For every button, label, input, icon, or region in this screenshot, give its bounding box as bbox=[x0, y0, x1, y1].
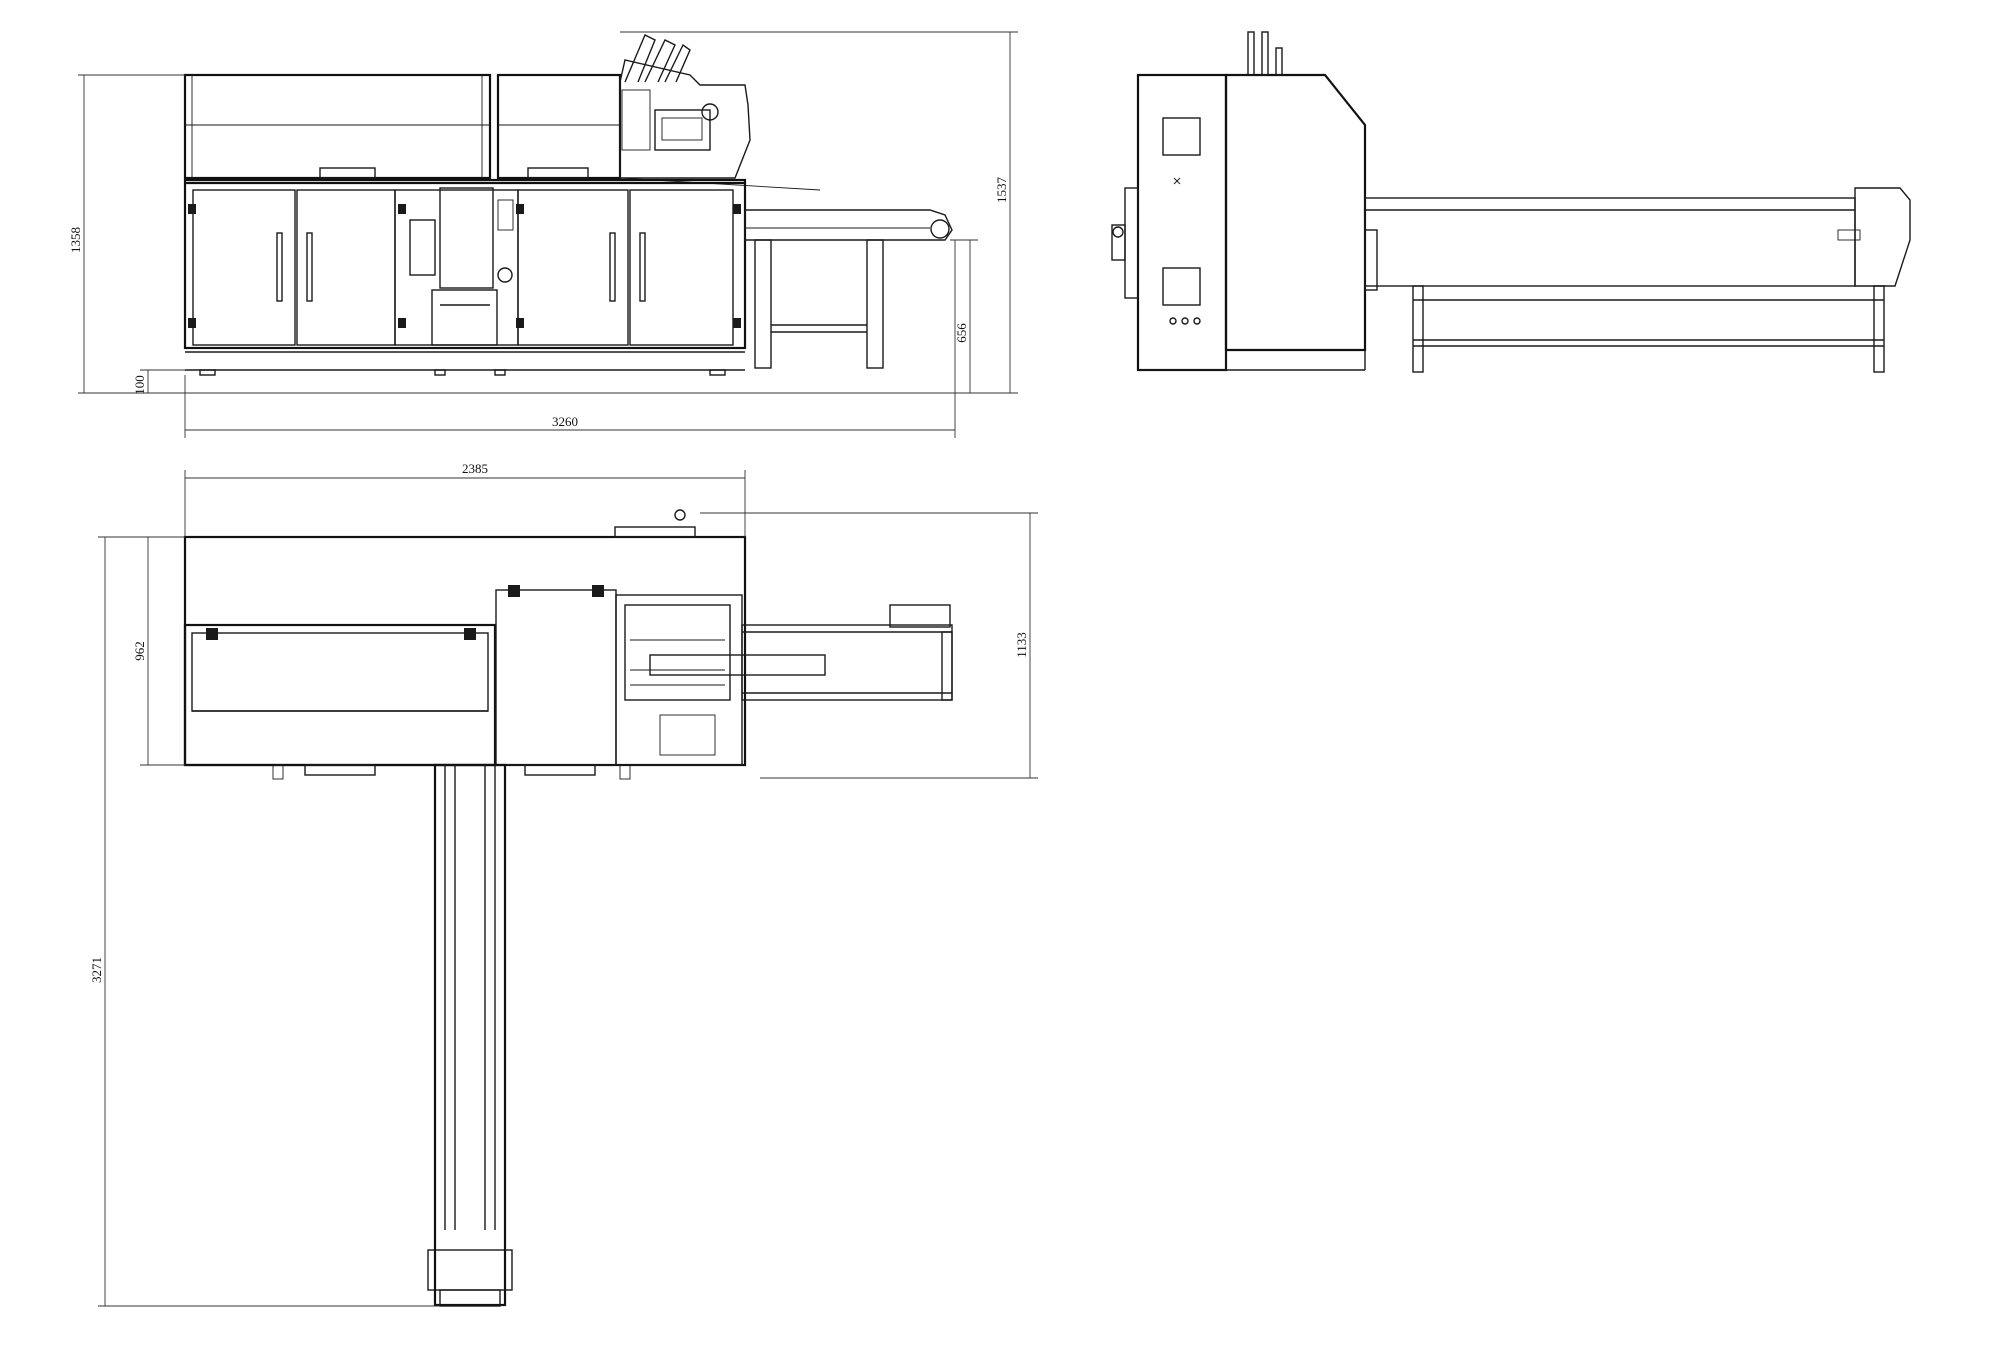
dim-front-foot: 100 bbox=[132, 375, 147, 395]
dim-top-overall-depth: 1133 bbox=[1014, 632, 1029, 658]
side-view bbox=[1111, 31, 1911, 373]
dim-front-height: 1358 bbox=[68, 227, 83, 253]
dim-front-width: 3260 bbox=[552, 414, 578, 429]
dim-front-conveyor-height: 656 bbox=[954, 323, 969, 343]
top-view bbox=[183, 509, 953, 1307]
dim-top-depth: 962 bbox=[132, 641, 147, 661]
top-view-dimensions bbox=[98, 470, 1038, 1307]
dim-top-conveyor-length: 3271 bbox=[89, 957, 104, 983]
front-view bbox=[183, 34, 953, 376]
dim-top-width: 2385 bbox=[462, 461, 488, 476]
front-view-dimensions bbox=[78, 31, 1018, 438]
dim-front-overall-height: 1537 bbox=[994, 177, 1009, 204]
